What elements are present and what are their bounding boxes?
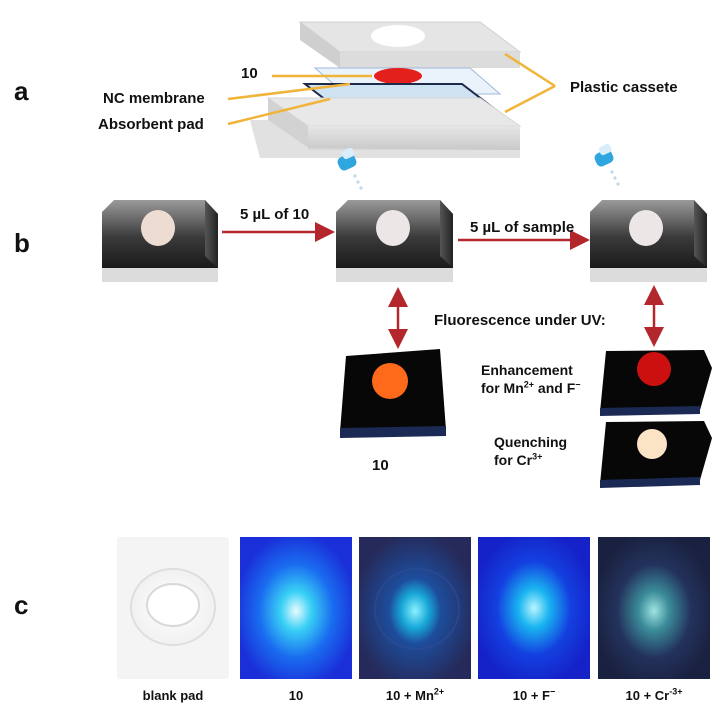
leader-lines bbox=[227, 52, 556, 126]
label-quenching-line2: for Cr3+ bbox=[494, 451, 567, 469]
caption-probe-cr: 10 + Cr-3+ bbox=[594, 686, 714, 703]
caption-probe-10: 10 bbox=[288, 688, 304, 703]
uv-device-probe bbox=[340, 349, 446, 438]
caption-f-charge: − bbox=[549, 686, 556, 697]
caption-probe-mn: 10 + Mn2+ bbox=[355, 686, 475, 703]
label-quenching-line1: Quenching bbox=[494, 434, 568, 450]
photo-probe-10 bbox=[240, 537, 352, 679]
label-enhancement: Enhancement for Mn2+ and F− bbox=[481, 361, 581, 397]
label-plastic-cassette: Plastic cassete bbox=[570, 79, 678, 96]
enh-ion2: and F bbox=[534, 380, 576, 396]
cassette-top-lid bbox=[298, 21, 522, 68]
label-nc-membrane: NC membrane bbox=[103, 90, 205, 107]
panel-label-a: a bbox=[14, 76, 29, 106]
enh-ion1-charge: 2+ bbox=[523, 379, 535, 390]
probe-10-glow bbox=[240, 537, 352, 679]
caption-cr-text: 10 + Cr bbox=[625, 688, 670, 703]
cassette-window bbox=[371, 25, 425, 47]
photo-probe-f bbox=[478, 537, 590, 679]
panel-label-c: c bbox=[14, 590, 29, 620]
q-ion: for Cr bbox=[494, 452, 533, 468]
caption-mn-text: 10 + Mn bbox=[385, 688, 434, 703]
device-with-probe bbox=[336, 200, 453, 282]
uv-device-quenching bbox=[600, 421, 712, 488]
probe-spot bbox=[374, 68, 422, 84]
probe-cr-glow bbox=[598, 537, 710, 679]
cassette-bottom bbox=[250, 97, 522, 158]
caption-probe-f: 10 + F− bbox=[474, 686, 594, 703]
label-uv-probe-10: 10 bbox=[372, 457, 389, 474]
label-step1: 5 µL of 10 bbox=[240, 206, 310, 223]
caption-mn-charge: 2+ bbox=[433, 686, 445, 697]
blank-pad-ring bbox=[130, 568, 216, 646]
photo-blank-pad bbox=[117, 537, 229, 679]
caption-f-text: 10 + F bbox=[512, 688, 550, 703]
label-absorbent-pad: Absorbent pad bbox=[98, 116, 204, 133]
probe-mn-glow bbox=[359, 537, 471, 679]
label-step2: 5 µL of sample bbox=[470, 219, 575, 236]
label-probe-10: 10 bbox=[241, 65, 258, 82]
label-enhancement-line1: Enhancement bbox=[481, 362, 573, 378]
enh-ion2-charge: − bbox=[575, 379, 581, 390]
panel-label-b: b bbox=[14, 228, 30, 258]
label-enhancement-line2: for Mn2+ and F− bbox=[481, 379, 581, 397]
photo-probe-mn bbox=[359, 537, 471, 679]
device-blank bbox=[102, 200, 218, 282]
dropper-icon-2 bbox=[594, 143, 620, 186]
dropper-icon-1 bbox=[337, 147, 363, 190]
caption-blank-pad: blank pad bbox=[142, 688, 204, 703]
q-ion-charge: 3+ bbox=[532, 451, 543, 462]
uv-device-enhancement bbox=[600, 350, 712, 416]
device-with-sample bbox=[590, 200, 707, 282]
enh-ion1: for Mn bbox=[481, 380, 524, 396]
label-quenching: Quenching for Cr3+ bbox=[494, 433, 567, 469]
caption-cr-charge: -3+ bbox=[669, 686, 683, 697]
photo-probe-cr bbox=[598, 537, 710, 679]
probe-f-glow bbox=[478, 537, 590, 679]
label-uv-title: Fluorescence under UV: bbox=[434, 312, 606, 329]
